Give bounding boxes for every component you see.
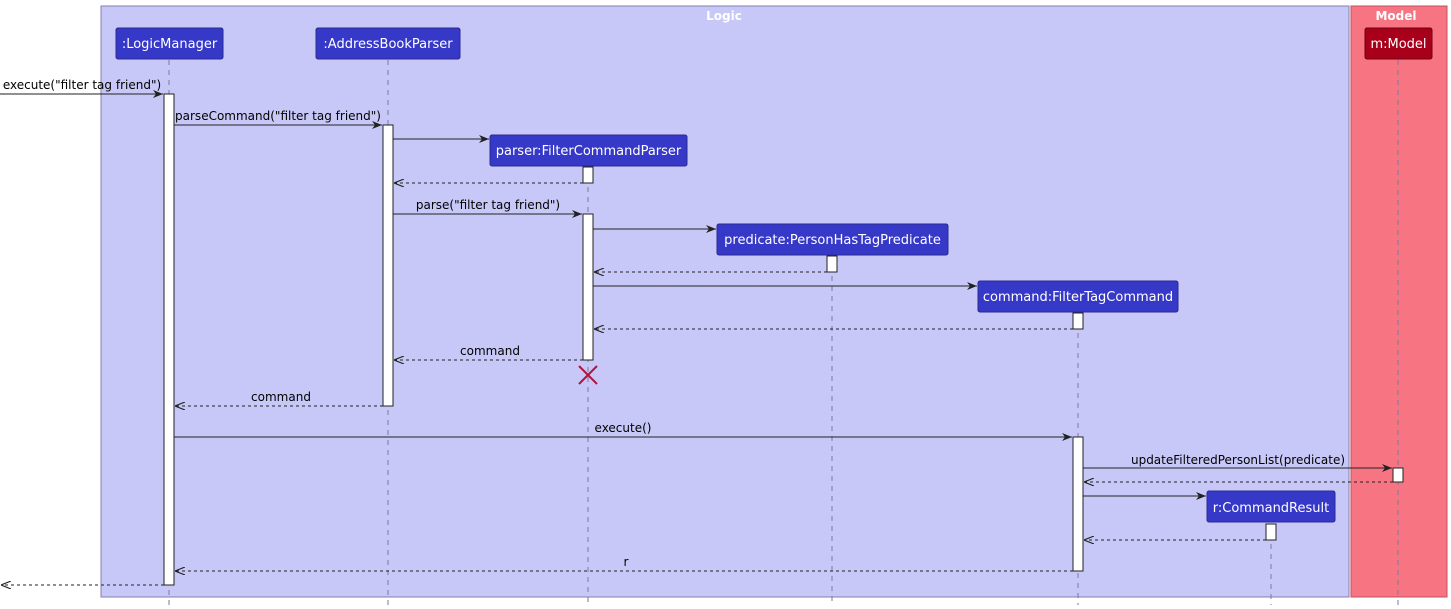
participant-address-book-parser[interactable]: :AddressBookParser [315,27,461,60]
activation-address-book-parser [382,124,394,407]
model-group-title: Model [1375,9,1416,23]
participant-logic-manager[interactable]: :LogicManager [115,27,224,60]
activation-bars [163,93,1404,586]
destroy-stroke-2 [578,365,598,385]
participant-box [489,134,688,167]
participant-model[interactable]: m:Model [1364,27,1433,60]
participant-filter-command-parser[interactable]: parser:FilterCommandParser [489,134,688,167]
messages: execute("filter tag friend") parseComman… [0,78,1393,585]
model-group-box [1350,5,1448,598]
message-label-parse: parse("filter tag friend") [416,198,560,212]
participant-box [716,223,949,256]
logic-group-title: Logic [706,9,742,23]
participant-label: command:FilterTagCommand [983,290,1173,305]
participant-label: predicate:PersonHasTagPredicate [724,233,941,248]
message-label-return-r: r [624,555,629,569]
participant-box [115,27,224,60]
participant-box [1364,27,1433,60]
participant-filter-tag-command[interactable]: command:FilterTagCommand [977,280,1179,313]
message-label-update-filtered: updateFilteredPersonList(predicate) [1131,453,1345,467]
activation-command-result [1265,523,1277,541]
message-label-execute-external: execute("filter tag friend") [3,78,161,92]
participant-label: r:CommandResult [1213,501,1329,516]
activation-person-has-tag-predicate [826,255,838,273]
participant-box [315,27,461,60]
participant-label: :LogicManager [122,37,218,52]
message-label-execute-command: execute() [595,421,652,435]
activation-model [1392,467,1404,483]
group-model: Model [1350,5,1448,598]
participant-box [977,280,1179,313]
activation-filter-tag-command-execute [1072,436,1084,572]
participant-label: :AddressBookParser [323,37,453,52]
participant-person-has-tag-predicate[interactable]: predicate:PersonHasTagPredicate [716,223,949,256]
activation-filter-command-parser-create [582,166,594,184]
participant-command-result[interactable]: r:CommandResult [1206,490,1336,523]
message-label-parse-command: parseCommand("filter tag friend") [175,109,381,123]
message-label-return-command-to-logic: command [251,390,311,404]
participant-label: m:Model [1370,37,1426,52]
message-label-return-command-to-parser: command [460,344,520,358]
activation-filter-command-parser-parse [582,213,594,361]
participant-box [1206,490,1336,523]
participant-label: parser:FilterCommandParser [496,144,682,159]
activation-filter-tag-command-create [1072,312,1084,330]
destroy-mark-filter-command-parser [578,365,598,385]
activation-logic-manager [163,93,175,586]
